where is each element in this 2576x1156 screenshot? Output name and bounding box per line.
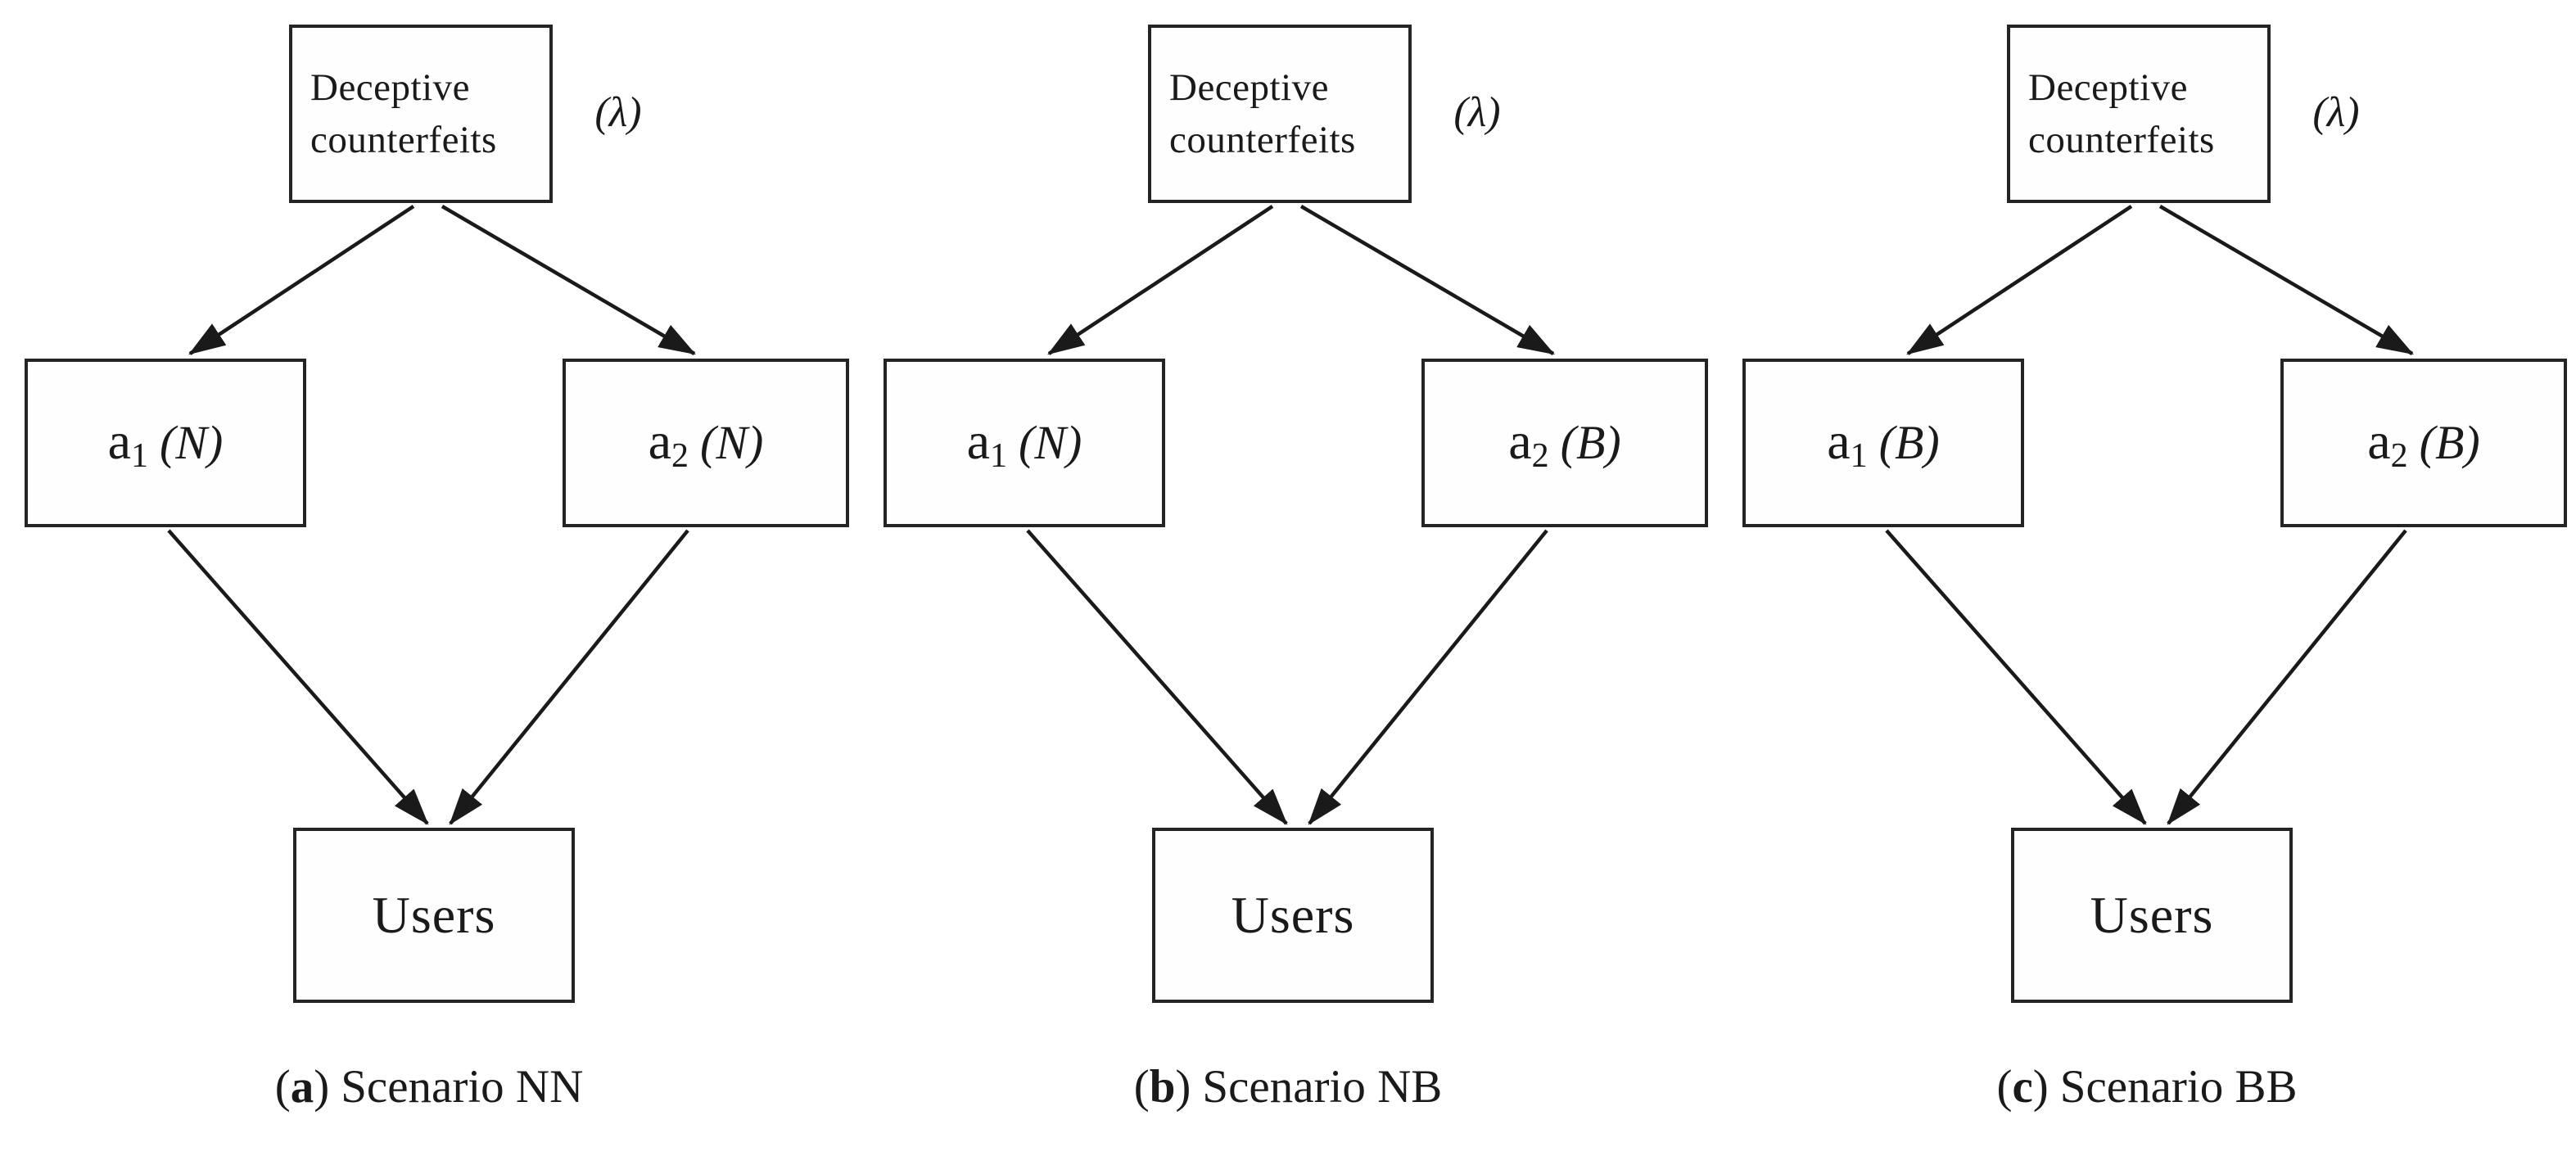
caption-close-paren: ) (314, 1061, 330, 1113)
top-box-line1: Deceptive (2028, 66, 2189, 109)
top-box-line1: Deceptive (310, 66, 471, 109)
node-a1-label: a1 (N) (967, 411, 1082, 476)
arrow-source-to-a2 (441, 205, 696, 355)
users-box: Users (293, 828, 575, 1003)
top-box-line2: counterfeits (2028, 119, 2215, 161)
caption-open-paren: ( (274, 1061, 291, 1113)
node-a2-name: a (2367, 411, 2391, 470)
users-box: Users (1152, 828, 1434, 1003)
arrow-source-to-a1 (188, 205, 415, 355)
node-a1-box: a1 (N) (884, 359, 1165, 527)
node-a1-label: a1 (N) (108, 411, 224, 476)
node-a1-state: (N) (160, 415, 224, 469)
node-a2-label: a2 (B) (2367, 411, 2479, 476)
scenario-panel-c: Deceptive counterfeits (λ) a1(B) a2(B) U… (1718, 0, 2576, 1156)
panel-caption-a: (a)Scenario NN (0, 1060, 858, 1113)
lambda-rate-label: (λ) (1453, 89, 1501, 136)
node-a1-state: (B) (1878, 415, 1940, 469)
arrows-layer (1885, 205, 2414, 825)
deceptive-counterfeits-label: Deceptive counterfeits (292, 61, 497, 166)
node-a1-subscript: 1 (990, 436, 1008, 475)
arrow-source-to-a1 (1047, 205, 1274, 355)
arrow-a2-to-users (449, 529, 689, 825)
node-a1-subscript: 1 (1850, 436, 1868, 475)
node-a2-subscript: 2 (671, 436, 689, 475)
users-label: Users (372, 886, 496, 944)
node-a1-box: a1 (N) (25, 359, 306, 527)
node-a1-label: a1 (B) (1827, 411, 1939, 476)
lambda-rate-label: (λ) (2312, 89, 2360, 136)
node-a2-label: a2 (N) (649, 411, 764, 476)
node-a2-box: a2 (B) (1421, 359, 1708, 527)
node-a2-name: a (648, 411, 672, 470)
node-a2-subscript: 2 (2390, 436, 2408, 475)
caption-close-paren: ) (1175, 1061, 1191, 1113)
node-a1-name: a (1827, 411, 1851, 470)
users-label: Users (1231, 886, 1355, 944)
panel-caption-c: (c)Scenario BB (1718, 1060, 2576, 1113)
arrow-a1-to-users (1885, 529, 2147, 825)
arrow-a2-to-users (2167, 529, 2407, 825)
node-a2-box: a2 (B) (2280, 359, 2567, 527)
top-box-line1: Deceptive (1169, 66, 1330, 109)
node-a2-state: (B) (2419, 415, 2480, 469)
arrows-layer (167, 205, 696, 825)
caption-title: Scenario NB (1202, 1061, 1443, 1113)
caption-title: Scenario BB (2059, 1061, 2298, 1113)
caption-close-paren: ) (2032, 1061, 2049, 1113)
node-a2-subscript: 2 (1531, 436, 1549, 475)
caption-open-paren: ( (1133, 1061, 1150, 1113)
node-a1-name: a (107, 411, 132, 470)
arrow-source-to-a1 (1906, 205, 2133, 355)
top-box-line2: counterfeits (1169, 119, 1356, 161)
arrows-layer (1026, 205, 1555, 825)
node-a1-box: a1 (B) (1742, 359, 2024, 527)
lambda-rate-label: (λ) (594, 89, 642, 136)
panel-caption-b: (b)Scenario NB (859, 1060, 1717, 1113)
top-box-line2: counterfeits (310, 119, 497, 161)
caption-letter: a (290, 1061, 314, 1113)
users-box: Users (2011, 828, 2293, 1003)
arrow-source-to-a2 (2158, 205, 2414, 355)
caption-letter: b (1149, 1061, 1176, 1113)
scenario-panel-b: Deceptive counterfeits (λ) a1(N) a2(B) U… (859, 0, 1717, 1156)
node-a1-name: a (966, 411, 991, 470)
deceptive-counterfeits-box: Deceptive counterfeits (289, 25, 553, 203)
deceptive-counterfeits-box: Deceptive counterfeits (2007, 25, 2271, 203)
node-a2-box: a2 (N) (563, 359, 849, 527)
deceptive-counterfeits-label: Deceptive counterfeits (1151, 61, 1356, 166)
node-a2-state: (B) (1560, 415, 1621, 469)
deceptive-counterfeits-box: Deceptive counterfeits (1148, 25, 1412, 203)
arrow-a1-to-users (167, 529, 429, 825)
caption-letter: c (2012, 1061, 2033, 1113)
arrow-a1-to-users (1026, 529, 1288, 825)
node-a1-state: (N) (1019, 415, 1082, 469)
node-a2-label: a2 (B) (1508, 411, 1620, 476)
node-a2-state: (N) (700, 415, 764, 469)
deceptive-counterfeits-label: Deceptive counterfeits (2010, 61, 2215, 166)
caption-open-paren: ( (1996, 1061, 2013, 1113)
users-label: Users (2090, 886, 2214, 944)
arrow-a2-to-users (1308, 529, 1548, 825)
scenario-panel-a: Deceptive counterfeits (λ) a1(N) a2(N) U… (0, 0, 858, 1156)
arrow-source-to-a2 (1299, 205, 1555, 355)
node-a2-name: a (1508, 411, 1532, 470)
caption-title: Scenario NN (341, 1061, 584, 1113)
node-a1-subscript: 1 (131, 436, 149, 475)
